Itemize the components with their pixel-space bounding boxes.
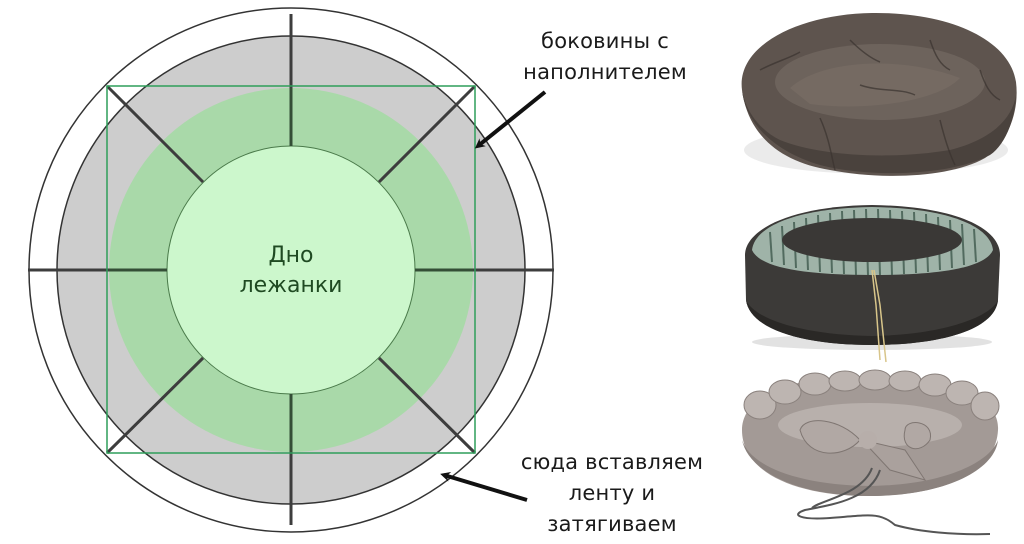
center-label-line: лежанки	[239, 273, 343, 298]
photo-plush-bed-with-bow	[742, 369, 1000, 536]
photo-dark-bed-striped-rim	[745, 205, 1000, 363]
center-label-line: Дно	[268, 243, 314, 268]
photo-brown-donut-bed	[741, 12, 1017, 176]
callout-insert-tape: сюда вставляем ленту и затягиваем	[505, 447, 719, 540]
arrow-bottom	[440, 471, 528, 502]
callout-line: наполнителем	[523, 60, 687, 84]
callout-sides-with-filler: боковины с наполнителем	[505, 26, 705, 88]
callout-line: затягиваем	[547, 512, 677, 536]
callout-line: боковины с	[541, 29, 669, 53]
seam-square	[106, 85, 476, 454]
callout-line: ленту и	[568, 481, 656, 505]
arrow-top	[474, 90, 547, 149]
callout-line: сюда вставляем	[520, 450, 704, 474]
bed-bottom-label: Дно лежанки	[211, 241, 371, 301]
